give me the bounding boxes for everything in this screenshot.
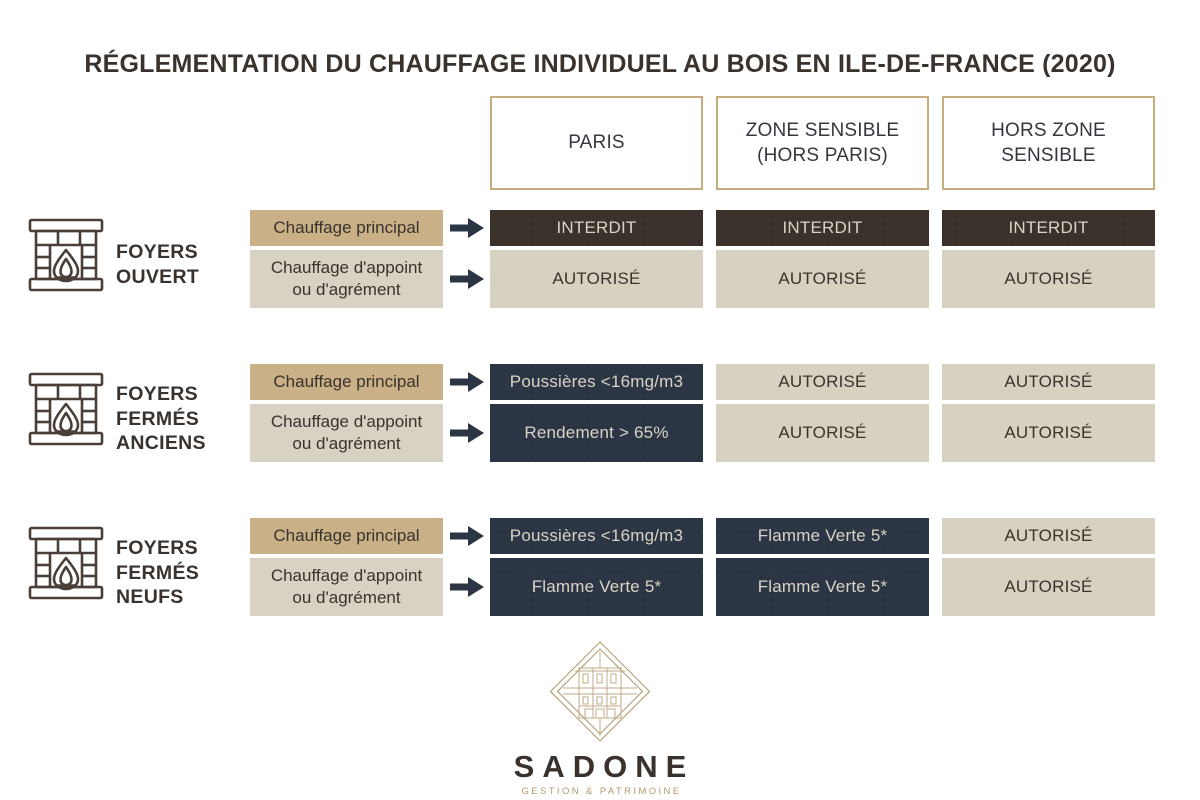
fireplace-icon	[24, 212, 108, 296]
category-label-line: NEUFS	[116, 586, 184, 609]
category-label-line: ANCIENS	[116, 432, 206, 455]
value-cell-text: AUTORISÉ	[552, 269, 641, 288]
category-label-line: FOYERS	[116, 536, 198, 559]
usage-label-text: ou d'agrément	[292, 280, 401, 299]
value-cell: Flamme Verte 5*	[490, 558, 703, 616]
value-cell-text: AUTORISÉ	[778, 269, 867, 288]
usage-label-appoint: Chauffage d'appoint ou d'agrément	[250, 558, 443, 616]
value-cell: AUTORISÉ	[942, 250, 1155, 308]
arrow-right-icon	[450, 575, 484, 599]
value-cell: INTERDIT	[490, 210, 703, 246]
usage-label-text: Chauffage d'appoint	[270, 257, 423, 277]
arrow-right-icon	[450, 216, 484, 240]
value-cell-text: AUTORISÉ	[1004, 269, 1093, 288]
usage-label-text: Chauffage d'appoint	[270, 565, 423, 585]
value-cell: AUTORISÉ	[942, 558, 1155, 616]
value-cell: Flamme Verte 5*	[716, 558, 929, 616]
value-cell: AUTORISÉ	[716, 364, 929, 400]
value-cell: AUTORISÉ	[716, 404, 929, 462]
value-cell: AUTORISÉ	[942, 404, 1155, 462]
value-cell-text: Flamme Verte 5*	[531, 577, 662, 596]
value-cell: AUTORISÉ	[490, 250, 703, 308]
category-label-line: FOYERS	[116, 241, 198, 264]
value-cell-text: AUTORISÉ	[778, 423, 867, 442]
usage-label-appoint: Chauffage d'appoint ou d'agrément	[250, 404, 443, 462]
fireplace-icon	[24, 366, 108, 450]
usage-label-appoint: Chauffage d'appoint ou d'agrément	[250, 250, 443, 308]
value-cell-text: Poussières <16mg/m3	[509, 372, 684, 391]
value-cell: INTERDIT	[942, 210, 1155, 246]
value-cell: Rendement > 65%	[490, 404, 703, 462]
value-cell: AUTORISÉ	[942, 518, 1155, 554]
value-cell-text: AUTORISÉ	[1004, 423, 1093, 442]
column-header-0: PARIS	[490, 96, 703, 190]
column-header-1: ZONE SENSIBLE(HORS PARIS)	[716, 96, 929, 190]
value-cell-text: AUTORISÉ	[778, 372, 867, 391]
value-cell-text: INTERDIT	[1008, 218, 1089, 237]
value-cell-text: Rendement > 65%	[524, 423, 669, 442]
usage-label-principal: Chauffage principal	[250, 210, 443, 246]
brand-logo: SADONE GESTION & PATRIMOINE	[0, 636, 1200, 797]
column-header-label: ZONE SENSIBLE(HORS PARIS)	[745, 119, 900, 166]
arrow-right-icon	[450, 524, 484, 548]
value-cell-text: INTERDIT	[556, 218, 637, 237]
category-label-line: FOYERS	[116, 382, 198, 405]
value-cell-text: Flamme Verte 5*	[757, 526, 888, 545]
usage-label-principal: Chauffage principal	[250, 364, 443, 400]
category-label-line: OUVERT	[116, 266, 200, 288]
column-headers: PARIS ZONE SENSIBLE(HORS PARIS) HORS ZON…	[490, 96, 1155, 190]
usage-label-text: Chauffage principal	[273, 371, 420, 391]
usage-label-text: Chauffage d'appoint	[270, 411, 423, 431]
value-cell: Poussières <16mg/m3	[490, 364, 703, 400]
usage-label-text: Chauffage principal	[273, 217, 420, 237]
value-cell: AUTORISÉ	[716, 250, 929, 308]
arrow-right-icon	[450, 421, 484, 445]
usage-label-text: ou d'agrément	[292, 588, 401, 607]
category-label-line: FERMÉS	[116, 561, 200, 584]
arrow-right-icon	[450, 267, 484, 291]
usage-label-text: Chauffage principal	[273, 525, 420, 545]
value-cell-text: Flamme Verte 5*	[757, 577, 888, 596]
arrow-right-icon	[450, 370, 484, 394]
value-cell-text: Poussières <16mg/m3	[509, 526, 684, 545]
value-cell: INTERDIT	[716, 210, 929, 246]
column-header-label: PARIS	[568, 132, 625, 154]
page-title: RÉGLEMENTATION DU CHAUFFAGE INDIVIDUEL A…	[84, 50, 1116, 78]
sadone-building-diamond-icon	[541, 636, 659, 748]
logo-wordmark: SADONE	[513, 749, 695, 784]
value-cell-text: AUTORISÉ	[1004, 526, 1093, 545]
value-cell: AUTORISÉ	[942, 364, 1155, 400]
value-cell-text: INTERDIT	[782, 218, 863, 237]
value-cell: Flamme Verte 5*	[716, 518, 929, 554]
usage-label-text: ou d'agrément	[292, 434, 401, 453]
usage-label-principal: Chauffage principal	[250, 518, 443, 554]
value-cell-text: AUTORISÉ	[1004, 577, 1093, 596]
value-cell-text: AUTORISÉ	[1004, 372, 1093, 391]
value-cell: Poussières <16mg/m3	[490, 518, 703, 554]
category-label-line: FERMÉS	[116, 407, 200, 430]
logo-tagline: GESTION & PATRIMOINE	[521, 786, 682, 797]
fireplace-icon	[24, 520, 108, 604]
